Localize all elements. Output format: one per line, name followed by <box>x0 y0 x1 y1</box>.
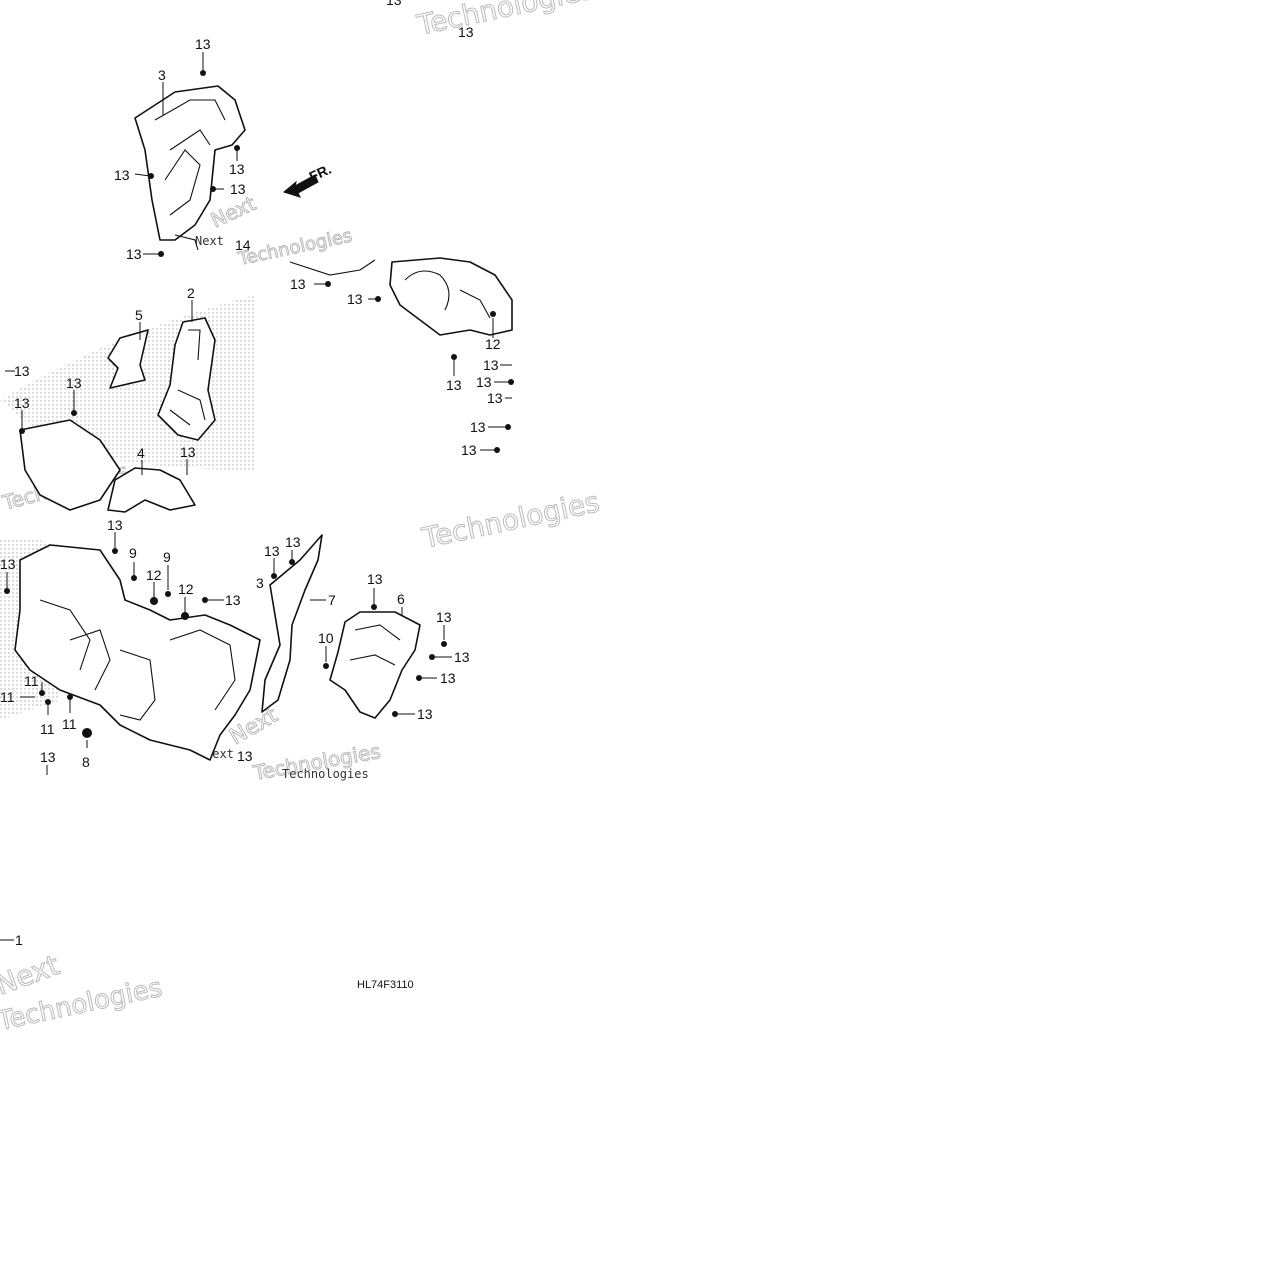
callout-label: 13 <box>417 706 433 722</box>
callout-label: 11 <box>0 689 15 705</box>
callout-label: 8 <box>82 754 90 770</box>
callout-label: 11 <box>24 673 39 689</box>
callout-label: 13 <box>107 517 123 533</box>
callout-label: 13 <box>386 0 402 8</box>
callout-label: 13 <box>195 36 211 52</box>
callout-label: 13 <box>347 291 363 307</box>
callout-label: 2 <box>187 285 195 301</box>
callout-label: 12 <box>485 336 501 352</box>
callout-label: 13 <box>454 649 470 665</box>
main-lower-panel <box>14 544 261 761</box>
watermark-text: Technologies <box>419 485 603 555</box>
leader-lines <box>0 52 514 941</box>
part-4-cover <box>19 419 196 513</box>
callout-label: 13 <box>14 395 30 411</box>
front-direction-label: FR. <box>307 161 334 185</box>
watermark-text: Next <box>207 191 260 233</box>
callout-label: 12 <box>146 567 162 583</box>
callout-labels: 13 13 13 3 13 13 13 14 13 5 2 13 13 13 4… <box>0 0 503 948</box>
callout-label: 13 <box>458 24 474 40</box>
callout-label: 13 <box>114 167 130 183</box>
callout-label: 13 <box>487 390 503 406</box>
callout-label: 10 <box>318 630 334 646</box>
callout-label: 11 <box>62 716 77 732</box>
callout-label: 9 <box>129 545 137 561</box>
part-7-strip <box>261 534 323 713</box>
callout-label: 13 <box>290 276 306 292</box>
callout-label: 13 <box>230 181 246 197</box>
callout-label: 12 <box>178 581 194 597</box>
callout-label: 3 <box>158 67 166 83</box>
callout-label: 13 <box>446 377 462 393</box>
callout-label: 9 <box>163 549 171 565</box>
part-5-pad <box>107 329 149 389</box>
watermark-text: Technologies <box>282 767 369 781</box>
callout-label: 13 <box>264 543 280 559</box>
callout-label: 13 <box>229 161 245 177</box>
callout-label: 13 <box>0 556 16 572</box>
callout-label: 13 <box>14 363 30 379</box>
callout-label: 13 <box>440 670 456 686</box>
callout-label: 6 <box>397 591 405 607</box>
watermark-text: Next <box>0 948 64 1001</box>
callout-label: 13 <box>66 375 82 391</box>
callout-label: 13 <box>367 571 383 587</box>
callout-label: 13 <box>180 444 196 460</box>
watermark-text: Next <box>195 234 224 248</box>
callout-label: 5 <box>135 307 143 323</box>
callout-label: 7 <box>328 592 336 608</box>
callout-label: 13 <box>436 609 452 625</box>
part-3-bracket <box>134 85 246 251</box>
callout-label: 3 <box>256 575 264 591</box>
callout-label: 13 <box>476 374 492 390</box>
callout-label: 14 <box>235 237 251 253</box>
callout-label: 11 <box>40 721 55 737</box>
callout-label: 13 <box>40 749 56 765</box>
front-direction-arrow: FR. <box>282 161 334 198</box>
upper-right-cover <box>289 257 513 336</box>
callout-label: 13 <box>285 534 301 550</box>
callout-label: 4 <box>137 445 145 461</box>
callout-label: 13 <box>225 592 241 608</box>
watermarks: Technologies Technologies Next Technolog… <box>0 0 603 1038</box>
callout-label: 13 <box>237 748 253 764</box>
callout-label: 13 <box>126 246 142 262</box>
callout-label: 1 <box>15 932 23 948</box>
drawing-code: HL74F3110 <box>357 979 414 991</box>
callout-label: 13 <box>483 357 499 373</box>
part-6-cover <box>329 611 421 719</box>
watermark-text: Technologies <box>414 0 598 42</box>
part-2-panel <box>157 317 216 441</box>
callout-label: 13 <box>470 419 486 435</box>
callout-label: 13 <box>461 442 477 458</box>
